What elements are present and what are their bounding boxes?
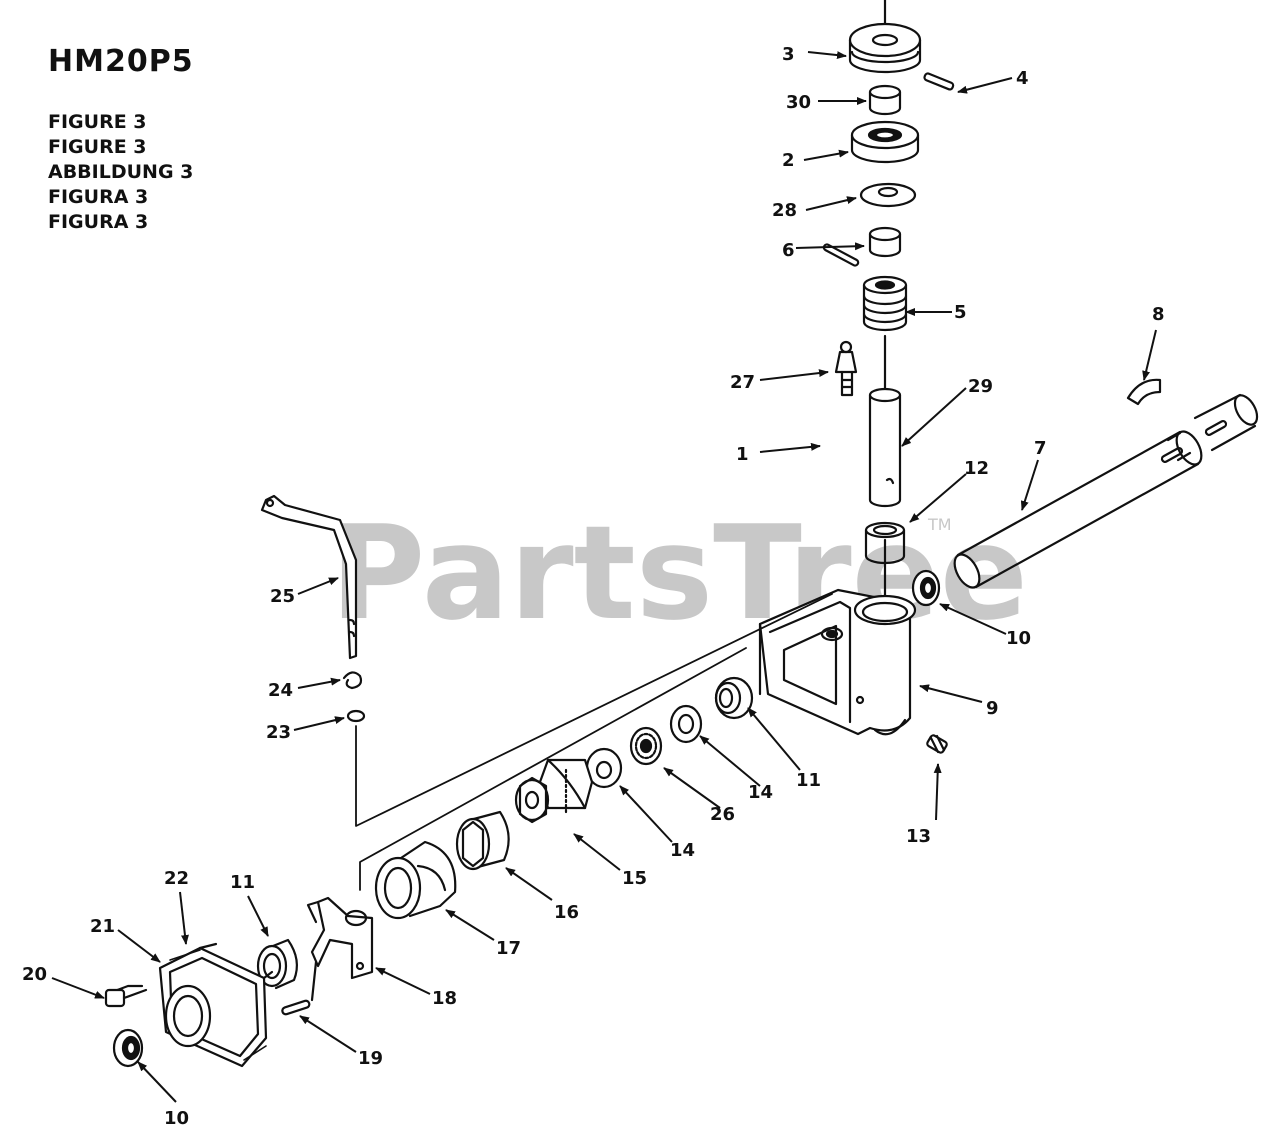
callout-4: 4 — [1016, 68, 1029, 89]
pin-part — [822, 243, 860, 267]
callout-30: 30 — [786, 92, 811, 113]
roll-pin-part — [281, 999, 311, 1016]
leader-arrows — [51, 51, 1157, 1103]
linkage-path-line — [359, 647, 747, 891]
assembly-line — [243, 1045, 267, 1061]
callout-26: 26 — [710, 804, 735, 825]
callout-20: 20 — [22, 964, 47, 985]
callout-labels: 3 4 30 2 28 6 5 8 27 29 7 1 12 25 10 24 … — [22, 44, 1165, 1129]
oil-seal-part — [112, 1028, 144, 1068]
caption-de: ABBILDUNG 3 — [48, 161, 194, 183]
callout-27: 27 — [730, 372, 755, 393]
thrust-washer-part — [669, 704, 703, 744]
pulley-part — [848, 22, 922, 74]
callout-24: 24 — [268, 680, 293, 701]
callout-18: 18 — [432, 988, 457, 1009]
caption-fr: FIGURE 3 — [48, 136, 147, 158]
callout-6: 6 — [782, 240, 795, 261]
clutch-part — [374, 840, 457, 920]
figure-captions: FIGURE 3 FIGURE 3 ABBILDUNG 3 FIGURA 3 F… — [48, 110, 193, 235]
callout-1: 1 — [736, 444, 749, 465]
callout-19: 19 — [358, 1048, 383, 1069]
callout-7: 7 — [1034, 438, 1047, 459]
side-cover-part — [158, 942, 274, 1068]
bushing-part — [868, 226, 902, 258]
shift-rod-part — [260, 494, 358, 660]
retaining-clip-part — [342, 671, 363, 690]
assembly-line — [169, 949, 201, 961]
callout-9: 9 — [986, 698, 999, 719]
callout-3: 3 — [782, 44, 795, 65]
drive-gear-part — [514, 758, 594, 824]
cover-bolt-part — [104, 984, 148, 1008]
shaft-part — [868, 387, 902, 508]
shift-washer-part — [346, 709, 366, 723]
set-screw-part — [926, 734, 948, 754]
callout-11: 11 — [230, 872, 255, 893]
callout-28: 28 — [772, 200, 797, 221]
callout-29: 29 — [968, 376, 993, 397]
spacer-part — [868, 84, 902, 116]
clutch-collar-part — [455, 810, 510, 871]
model-number: HM20P5 — [48, 44, 194, 79]
key-part — [923, 72, 955, 91]
gear-housing-part — [758, 588, 917, 736]
callout-2: 2 — [782, 150, 795, 171]
bearing-part — [850, 120, 920, 164]
axle-part — [953, 393, 1259, 589]
callout-13: 13 — [906, 826, 931, 847]
callout-5: 5 — [954, 302, 967, 323]
callout-14: 14 — [670, 840, 695, 861]
bearing-cup-part — [714, 676, 754, 720]
callout-10: 10 — [164, 1108, 189, 1129]
callout-8: 8 — [1152, 304, 1165, 325]
callout-15: 15 — [622, 868, 647, 889]
callout-16: 16 — [554, 902, 579, 923]
shifter-fork-part — [306, 896, 374, 1002]
callout-23: 23 — [266, 722, 291, 743]
worm-gear-part — [862, 275, 908, 332]
callout-22: 22 — [164, 868, 189, 889]
watermark-tm: TM — [927, 515, 952, 534]
grease-fitting-part — [834, 340, 858, 397]
callout-12: 12 — [964, 458, 989, 479]
oil-seal-part — [911, 569, 941, 607]
caption-it: FIGURA 3 — [48, 211, 149, 233]
needle-bearing-part — [864, 521, 906, 565]
caption-es: FIGURA 3 — [48, 186, 149, 208]
thrust-bearing-part — [629, 726, 663, 766]
caption-en: FIGURE 3 — [48, 111, 147, 133]
callout-25: 25 — [270, 586, 295, 607]
linkage-path-line — [355, 593, 833, 827]
callout-21: 21 — [90, 916, 115, 937]
callout-17: 17 — [496, 938, 521, 959]
woodruff-key-part — [1126, 378, 1162, 406]
washer-part — [859, 182, 917, 208]
callout-10: 10 — [1006, 628, 1031, 649]
callout-11: 11 — [796, 770, 821, 791]
callout-14: 14 — [748, 782, 773, 803]
